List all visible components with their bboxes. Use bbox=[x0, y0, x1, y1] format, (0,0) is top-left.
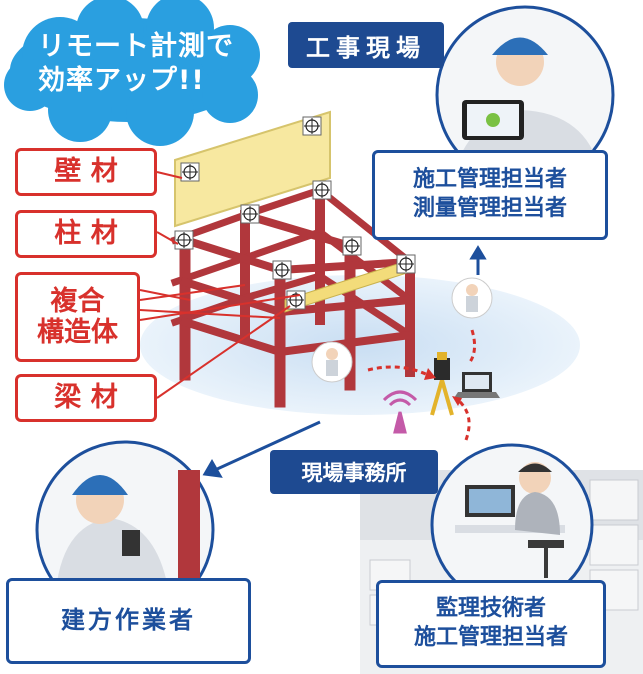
label-leaders bbox=[139, 171, 301, 399]
office-staff-circle bbox=[430, 443, 594, 607]
office-tag: 現場事務所 bbox=[270, 450, 438, 494]
steel-frame bbox=[170, 185, 415, 408]
office-staff-line-2: 施工管理担当者 bbox=[413, 625, 568, 650]
total-station-icon bbox=[430, 352, 454, 416]
site-managers-line-2: 測量管理担当者 bbox=[412, 196, 567, 221]
worker-figure-2 bbox=[451, 277, 493, 319]
instruction-arrows bbox=[202, 245, 487, 478]
slogan-line-1: リモート計測で bbox=[38, 31, 234, 62]
slogan-line-2: 効率アップ!! bbox=[38, 65, 205, 96]
site-managers-box: 施工管理担当者 測量管理担当者 bbox=[372, 150, 608, 240]
site-manager-circle bbox=[435, 5, 615, 185]
wall-panel bbox=[174, 110, 331, 228]
site-tag: 工事現場 bbox=[288, 22, 444, 68]
slogan-cloud bbox=[4, 0, 260, 146]
worker-figure-1 bbox=[311, 341, 353, 383]
label-beam: 梁 材 bbox=[15, 374, 157, 422]
site-managers-line-1: 施工管理担当者 bbox=[412, 167, 567, 193]
label-column: 柱 材 bbox=[15, 210, 157, 258]
erectors-line-1: 建方作業者 bbox=[61, 606, 196, 635]
data-flow-arrows bbox=[367, 329, 477, 441]
erectors-box: 建方作業者 bbox=[6, 578, 251, 664]
label-composite-line-1: 複合 bbox=[50, 285, 105, 317]
office-staff-line-1: 監理技術者 bbox=[435, 596, 546, 622]
laptop-icon bbox=[454, 372, 500, 398]
label-wall: 壁 材 bbox=[15, 148, 157, 196]
office-staff-box: 監理技術者 施工管理担当者 bbox=[376, 580, 606, 668]
signal-icon bbox=[382, 390, 418, 434]
label-composite: 複合 構造体 bbox=[15, 272, 140, 362]
label-composite-line-2: 構造体 bbox=[37, 317, 118, 348]
